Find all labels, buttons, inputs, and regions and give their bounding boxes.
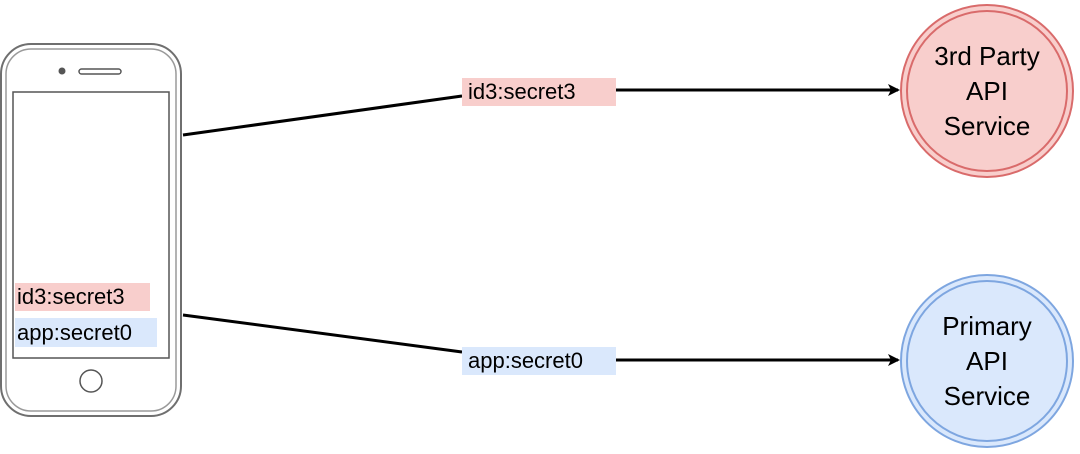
- phone-home-button-icon: [79, 369, 103, 393]
- node-third-party-inner-ring: [906, 10, 1068, 172]
- connector-third-party-label-highlight: [462, 78, 616, 106]
- phone-secret-third-party-highlight: [15, 283, 150, 311]
- node-primary-line-3: Service: [944, 381, 1031, 411]
- phone-secret-app: app:secret0: [17, 320, 132, 345]
- node-primary-inner-ring: [906, 280, 1068, 442]
- node-third-party-api-service: 3rd Party API Service: [900, 4, 1074, 178]
- connector-third-party-label: id3:secret3: [468, 79, 576, 104]
- phone-secret-third-party: id3:secret3: [17, 284, 125, 309]
- node-primary-line-2: API: [966, 346, 1008, 376]
- node-third-party-line-2: API: [966, 76, 1008, 106]
- phone-speaker-icon: [78, 68, 122, 75]
- connector-primary-label: app:secret0: [468, 348, 583, 373]
- node-primary-api-service: Primary API Service: [900, 274, 1074, 448]
- node-primary-line-1: Primary: [942, 311, 1032, 341]
- phone-body-inner: [5, 48, 177, 412]
- connection-primary: app:secret0: [182, 313, 900, 375]
- phone-camera-icon: [58, 67, 66, 75]
- phone-secret-app-highlight: [15, 318, 157, 347]
- phone-screen: [12, 91, 170, 359]
- connector-primary-label-highlight: [462, 347, 616, 375]
- node-third-party-line-3: Service: [944, 111, 1031, 141]
- connector-third-party-segment-1: [182, 94, 463, 137]
- connector-primary-segment-1: [182, 313, 463, 354]
- connection-third-party: id3:secret3: [182, 78, 900, 137]
- node-third-party-line-1: 3rd Party: [934, 41, 1040, 71]
- smartphone: id3:secret3 app:secret0: [0, 43, 182, 417]
